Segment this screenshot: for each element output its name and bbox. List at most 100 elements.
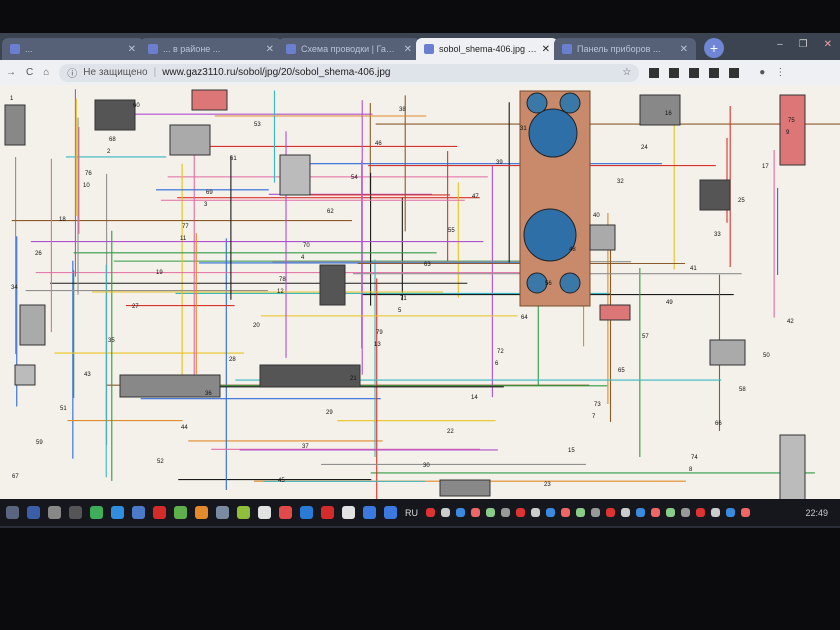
taskbar-app-icon[interactable] [363,506,376,519]
component-label: 61 [230,156,237,162]
tray-icon[interactable] [696,508,705,517]
component-label: 71 [400,296,407,302]
close-tab-icon[interactable]: ✕ [127,43,136,55]
tray-icon[interactable] [636,508,645,517]
tab-title: ... [25,44,33,54]
component [319,264,346,306]
taskbar-app-icon[interactable] [69,506,82,519]
extension-icon[interactable] [649,67,660,78]
taskbar-app-icon[interactable] [384,506,397,519]
taskbar-app-icon[interactable] [6,506,19,519]
new-tab-button[interactable]: + [704,38,724,58]
tray-icon[interactable] [501,508,510,517]
tray-icon[interactable] [516,508,525,517]
extension-icon[interactable] [709,67,720,78]
taskbar-app-icon[interactable] [237,506,250,519]
taskbar-app-icon[interactable] [132,506,145,519]
minimize-button[interactable]: – [777,39,783,50]
gauge [528,108,578,158]
maximize-button[interactable]: ❐ [798,39,808,50]
tray-icon[interactable] [711,508,720,517]
taskbar-app-icon[interactable] [111,506,124,519]
profile-icon[interactable]: ● [759,67,766,78]
component-label: 68 [109,137,116,143]
taskbar-app-icon[interactable] [258,506,271,519]
tab[interactable]: Схема проводки | Газель бизнес✕ [278,38,420,60]
component [709,339,746,366]
taskbar-app-icon[interactable] [153,506,166,519]
tab[interactable]: ... ✕ [2,38,144,60]
close-tab-icon[interactable]: ✕ [541,43,550,55]
component-label: 52 [157,459,164,465]
component-label: 70 [303,243,310,249]
reload-button[interactable]: C [26,67,34,78]
forward-button[interactable]: → [6,67,16,78]
component-label: 20 [253,323,260,329]
component-label: 32 [617,179,624,185]
component-label: 48 [569,247,576,253]
tab[interactable]: Панель приборов ...✕ [554,38,696,60]
close-tab-icon[interactable]: ✕ [265,43,274,55]
component [259,364,361,388]
component-label: 23 [544,482,551,488]
close-tab-icon[interactable]: ✕ [679,43,688,55]
component-label: 38 [399,107,406,113]
close-tab-icon[interactable]: ✕ [403,43,412,55]
component-label: 29 [326,410,333,416]
component-label: 6 [495,361,499,367]
gauge [523,208,577,262]
tab[interactable]: sobol_shema-406.jpg (2500×✕ [416,38,558,60]
taskbar-app-icon[interactable] [321,506,334,519]
tray-icon[interactable] [726,508,735,517]
tray-icon[interactable] [561,508,570,517]
language-indicator[interactable]: RU [405,507,418,518]
tray-icon[interactable] [621,508,630,517]
tray-icon[interactable] [681,508,690,517]
taskbar-app-icon[interactable] [300,506,313,519]
taskbar-app-icon[interactable] [279,506,292,519]
url-text[interactable]: www.gaz3110.ru/sobol/jpg/20/sobol_shema-… [162,67,391,78]
address-bar[interactable]: ⓘ Не защищено | www.gaz3110.ru/sobol/jpg… [59,63,640,82]
component-label: 54 [351,175,358,181]
tray-icon[interactable] [441,508,450,517]
clock[interactable]: 22:49 [805,507,828,518]
tray-icon[interactable] [531,508,540,517]
tray-icon[interactable] [651,508,660,517]
component-label: 15 [568,448,575,454]
component-label: 78 [279,277,286,283]
taskbar-app-icon[interactable] [27,506,40,519]
component-label: 66 [715,421,722,427]
tray-icon[interactable] [576,508,585,517]
taskbar-app-icon[interactable] [90,506,103,519]
component [639,94,681,126]
tray-icon[interactable] [546,508,555,517]
tray-icon[interactable] [426,508,435,517]
tray-icon[interactable] [486,508,495,517]
tray-icon[interactable] [456,508,465,517]
extension-icon[interactable] [729,67,740,78]
tray-icon[interactable] [606,508,615,517]
taskbar-app-icon[interactable] [216,506,229,519]
tray-icon[interactable] [666,508,675,517]
tab[interactable]: ... в районе ...✕ [140,38,282,60]
taskbar-app-icon[interactable] [342,506,355,519]
taskbar-app-icon[interactable] [195,506,208,519]
component-label: 18 [59,217,66,223]
favicon-icon [286,44,296,54]
menu-icon[interactable]: ⋮ [775,67,786,78]
extension-icon[interactable] [669,67,680,78]
star-icon[interactable]: ☆ [622,67,632,78]
security-label: Не защищено [83,67,148,78]
taskbar-app-icon[interactable] [174,506,187,519]
tray-icon[interactable] [741,508,750,517]
component-label: 58 [739,387,746,393]
component [169,124,211,156]
extension-icon[interactable] [689,67,700,78]
small-gauge [526,272,548,294]
tray-icon[interactable] [471,508,480,517]
taskbar-app-icon[interactable] [48,506,61,519]
home-button[interactable]: ⌂ [43,67,50,78]
close-window-button[interactable]: ✕ [823,39,832,50]
tray-icon[interactable] [591,508,600,517]
component-label: 10 [83,183,90,189]
